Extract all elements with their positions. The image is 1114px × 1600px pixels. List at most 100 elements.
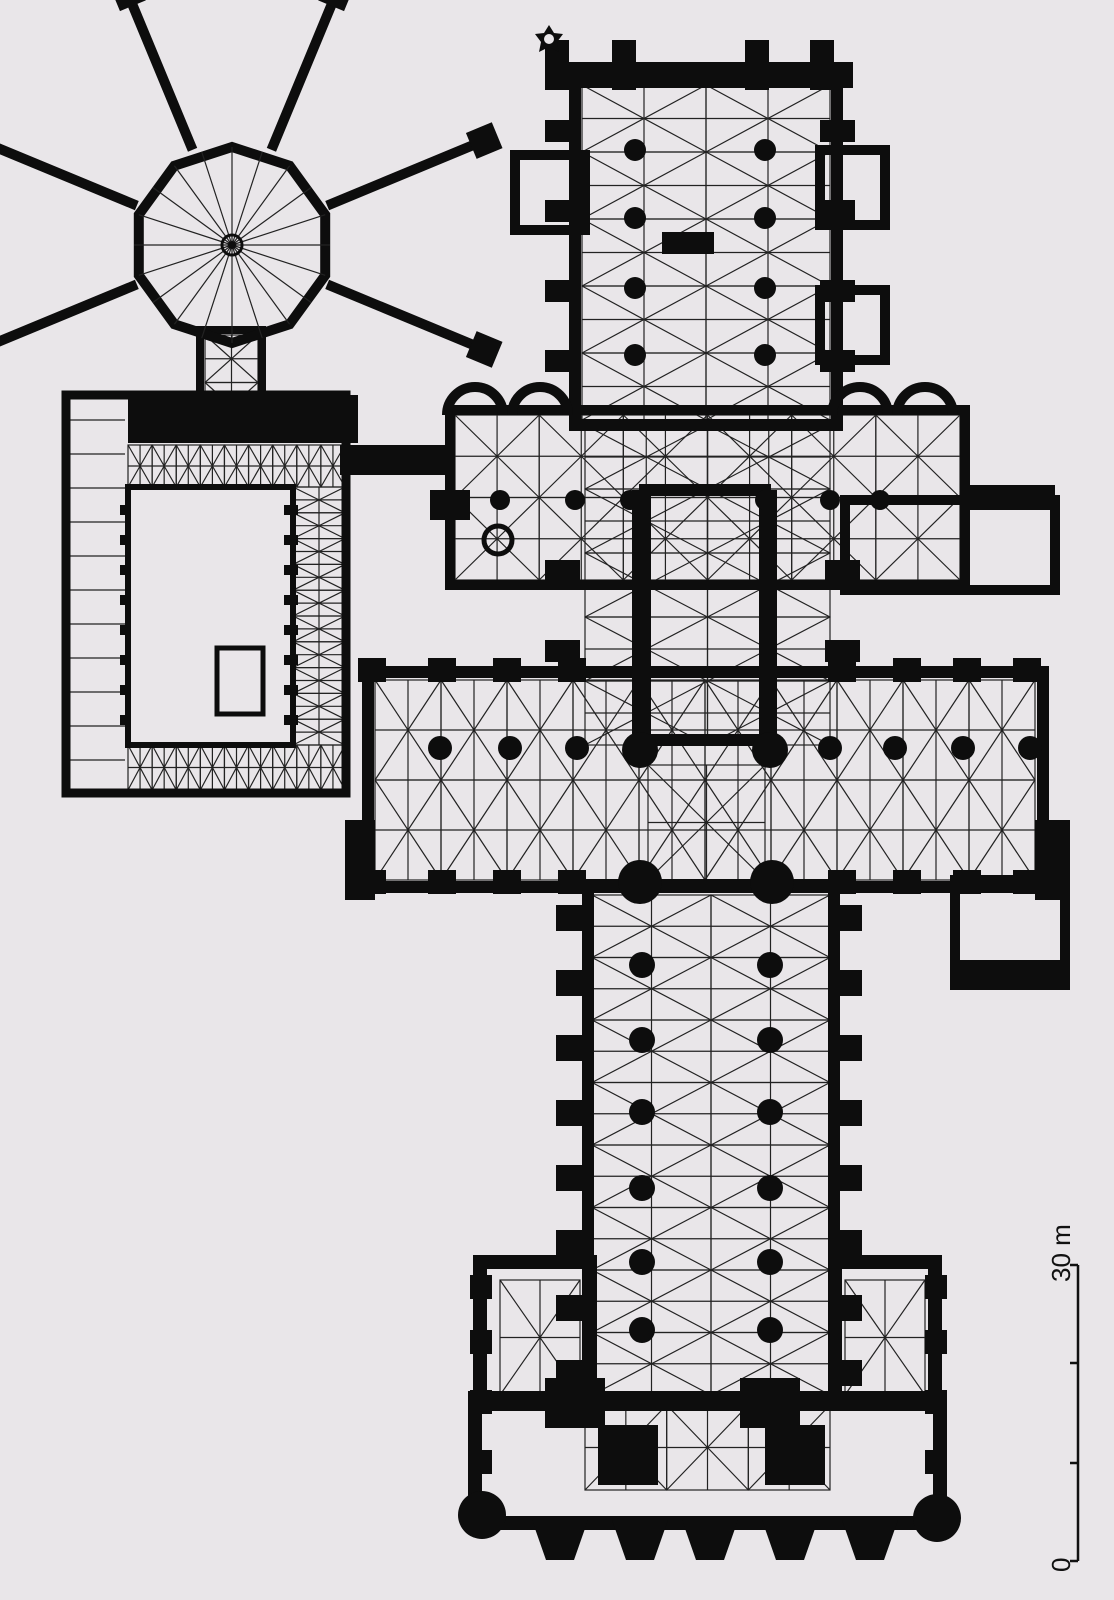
buttress [493,658,521,682]
buttress-pinnacle [318,0,355,12]
buttress [556,1295,592,1321]
pier [913,1494,961,1542]
cloister-link [340,445,455,475]
pier [754,344,776,366]
chapter-vault-rib [152,186,233,246]
buttress [558,658,586,682]
buttress [830,1230,862,1256]
buttress [820,280,855,302]
apse-chapel [892,382,958,416]
pier [757,1175,783,1201]
buttress [820,350,855,372]
chapter-vault-rib [173,165,233,246]
cloister-pier [120,655,130,665]
west-portal-buttress [842,1520,898,1560]
buttress [430,490,470,520]
north-arrow-star-icon [535,25,563,52]
pier [951,736,975,760]
chapter-vault-rib [201,151,233,246]
chapter-vault-rib [231,186,312,246]
buttress [925,1390,947,1414]
chapter-vault-rib [231,244,312,304]
pier [757,952,783,978]
buttress [830,1165,862,1191]
cloister-pier [120,715,130,725]
buttress [545,120,580,142]
cloister-pier [120,505,130,515]
pier [820,490,840,510]
choir-stalls [662,232,714,254]
buttress [830,1035,862,1061]
west-tower-base [765,1425,825,1485]
scale-bar: 30 m 0 [1046,1224,1080,1572]
buttress [828,870,856,894]
chapter-vault-rib [231,244,326,276]
flying-buttress [325,135,487,211]
cloister-pier [120,685,130,695]
buttress [950,960,1070,988]
chapter-vault-rib [201,244,233,339]
buttress [470,1390,492,1414]
buttress [556,1035,592,1061]
pier [490,490,510,510]
buttress [470,1330,492,1354]
cloister-pier [284,625,298,635]
buttress [830,970,862,996]
scale-label-min: 0 [1046,1558,1076,1572]
pier [624,277,646,299]
buttress [470,1275,492,1299]
pier [752,732,788,768]
chapter-vault-rib [138,244,233,276]
pier [870,490,890,510]
pier [757,1099,783,1125]
chapter-vault-rib [231,244,263,339]
buttress [345,820,375,900]
wall [815,145,890,230]
buttress [925,1330,947,1354]
buttress [556,905,592,931]
pier [629,1099,655,1125]
central-column [220,233,244,257]
pier [629,952,655,978]
pier [624,344,646,366]
flying-buttress [266,0,339,152]
buttress [825,640,860,662]
pier [624,207,646,229]
cloister-pier [284,595,298,605]
west-portal-buttress [532,1520,588,1560]
flying-buttress [0,143,139,211]
walls [61,74,1070,1533]
west-portal-buttress [612,1520,668,1560]
cloister-pier [120,565,130,575]
cloister-pier [120,535,130,545]
buttress [830,905,862,931]
cloister-pier [284,535,298,545]
wall [510,150,590,235]
wall [125,484,296,748]
buttress [556,1230,592,1256]
chapter-vault-rib [231,244,291,325]
buttress [820,120,855,142]
pier [458,1491,506,1539]
chapter-house [0,0,503,368]
flying-buttress [125,0,198,152]
flying-buttress [0,279,139,347]
buttress [1013,658,1041,682]
buttress [925,1450,947,1474]
buttress [545,280,580,302]
cloister-pier [284,715,298,725]
buttress [960,485,1055,510]
pier [883,736,907,760]
cloister-pier [284,505,298,515]
buttress [825,560,860,582]
pier [757,1249,783,1275]
cloister-pier [284,655,298,665]
chapter-vault-rib [152,244,233,304]
pier [498,736,522,760]
west-portal-buttress [682,1520,738,1560]
buttress [820,200,855,222]
pier [629,1175,655,1201]
buttress [556,970,592,996]
buttress [493,870,521,894]
